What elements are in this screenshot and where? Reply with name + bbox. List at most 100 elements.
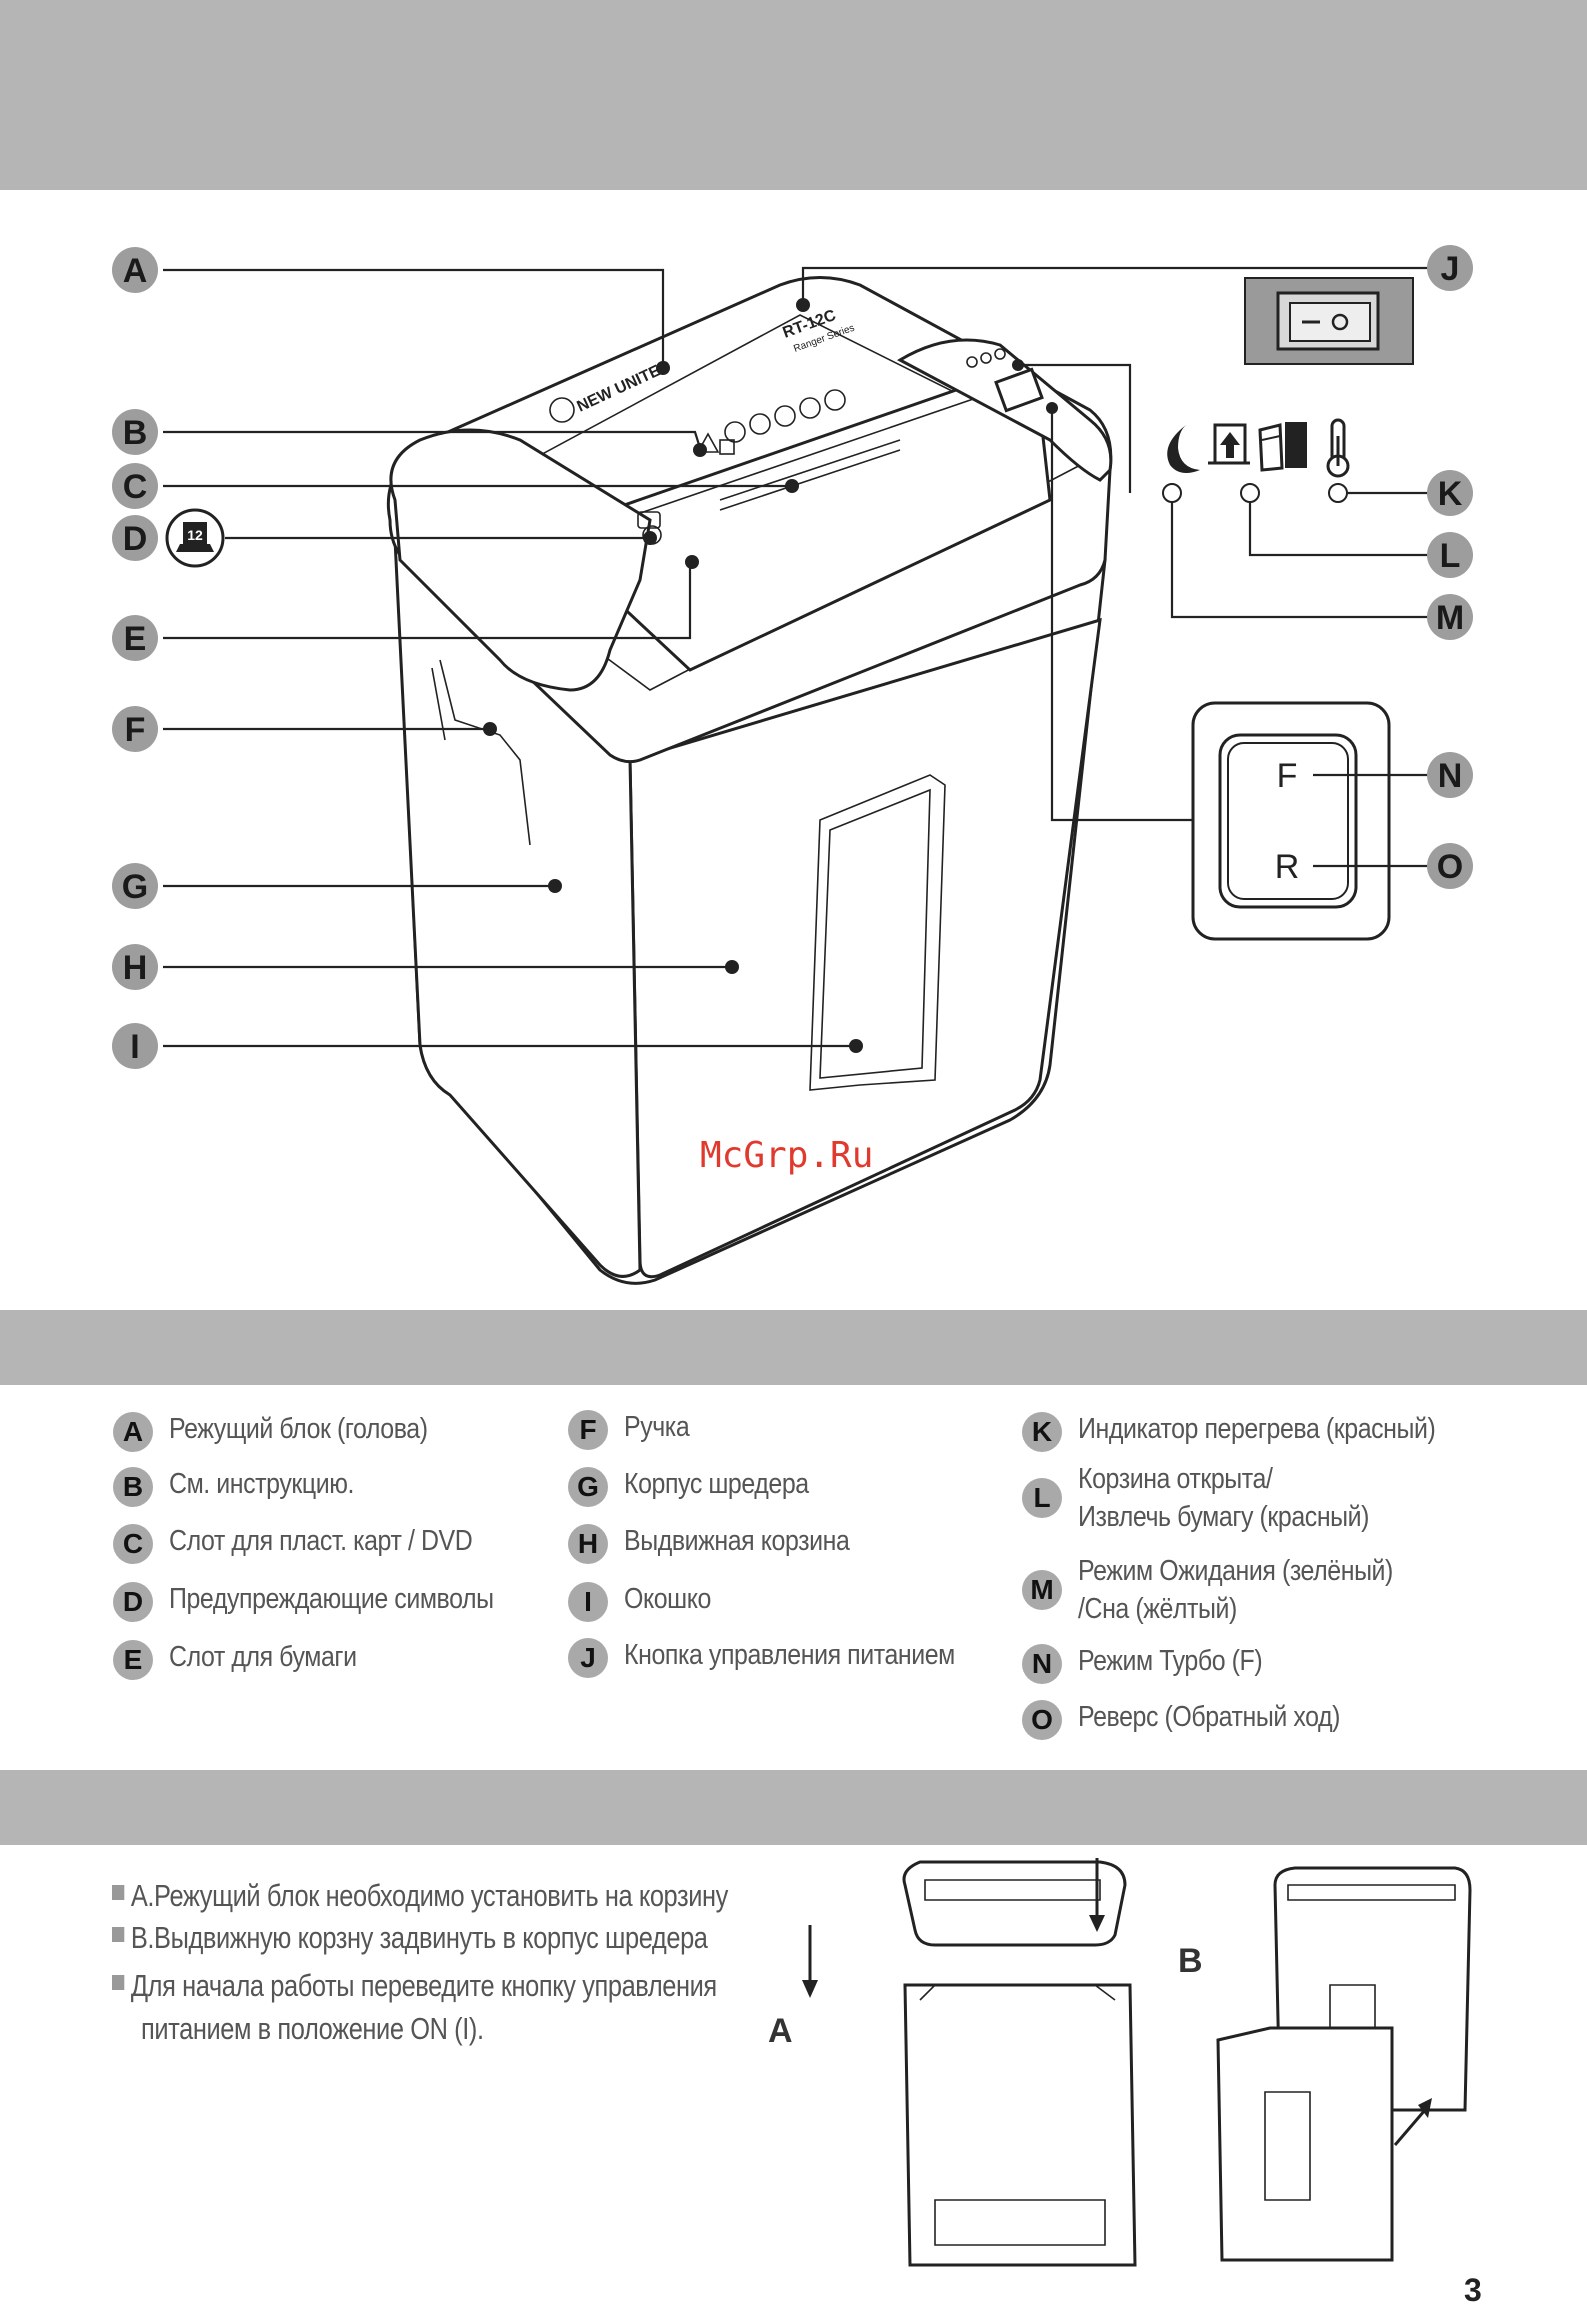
label-j: J: [1427, 245, 1473, 291]
legend-key: A: [113, 1412, 153, 1452]
svg-text:A: A: [123, 252, 148, 290]
svg-text:M: M: [1436, 599, 1464, 637]
warning-symbols: [696, 389, 846, 455]
svg-text:C: C: [123, 468, 148, 506]
legend-item-m: M Режим Ожидания (зелёный) /Сна (жёлтый): [1022, 1552, 1444, 1628]
instruction-4: питанием в положение ON (I).: [141, 2008, 484, 2050]
legend-key: B: [113, 1467, 153, 1507]
svg-text:L: L: [1440, 537, 1461, 575]
legend-text: Режущий блок (голова): [169, 1413, 428, 1445]
legend-item-f: F Ручка: [568, 1408, 700, 1450]
legend-item-d: D Предупреждающие символы: [113, 1580, 546, 1622]
legend-text: Ручка: [624, 1411, 690, 1443]
label-d: D: [112, 515, 158, 561]
instruction-3: Для начала работы переведите кнопку упра…: [112, 1965, 717, 2007]
svg-text:K: K: [1438, 475, 1463, 513]
label-l: L: [1427, 532, 1473, 578]
label-h: H: [112, 944, 158, 990]
legend-key: K: [1022, 1412, 1062, 1452]
legend-text: Слот для пласт. карт / DVD: [169, 1525, 473, 1557]
warning-card-number: 12: [187, 527, 203, 543]
label-m: M: [1427, 594, 1473, 640]
indicator-icons: [1162, 418, 1350, 503]
legend-text: Индикатор перегрева (красный): [1078, 1413, 1436, 1445]
legend-text: Корзина открыта/ Извлечь бумагу (красный…: [1078, 1463, 1370, 1533]
svg-text:J: J: [1441, 250, 1460, 288]
legend-key: L: [1022, 1478, 1062, 1518]
svg-text:O: O: [1437, 848, 1463, 886]
legend-text: Слот для бумаги: [169, 1641, 357, 1673]
watermark: McGrp.Ru: [700, 1135, 874, 1176]
svg-text:N: N: [1438, 757, 1463, 795]
page-number: 3: [1464, 2272, 1482, 2308]
leader-lines: [163, 266, 1428, 1053]
instruction-1: A.Режущий блок необходимо установить на …: [112, 1875, 728, 1917]
label-f: F: [112, 706, 158, 752]
bin-open-icon: [1208, 422, 1307, 472]
warning-card-icon: 12: [165, 508, 225, 568]
label-n: N: [1427, 752, 1473, 798]
legend-item-c: C Слот для пласт. карт / DVD: [113, 1522, 522, 1564]
legend-key: I: [568, 1582, 608, 1622]
legend-text: См. инструкцию.: [169, 1468, 354, 1500]
legend-item-g: G Корпус шредера: [568, 1465, 839, 1507]
legend-item-l: L Корзина открыта/ Извлечь бумагу (красн…: [1022, 1460, 1416, 1536]
label-c: C: [112, 463, 158, 509]
fr-button-panel: F R: [1191, 701, 1391, 941]
instructions-band: [0, 1770, 1587, 1845]
step-a-label: A: [768, 2012, 793, 2050]
label-k: K: [1427, 470, 1473, 516]
legend-key: F: [568, 1410, 608, 1450]
legend-text: Режим Ожидания (зелёный) /Сна (жёлтый): [1078, 1555, 1393, 1625]
legend-text: Предупреждающие символы: [169, 1583, 494, 1615]
legend-item-a: A Режущий блок (голова): [113, 1410, 470, 1452]
legend-key: H: [568, 1524, 608, 1564]
label-o: O: [1427, 843, 1473, 889]
svg-text:E: E: [124, 620, 147, 658]
legend-text: Режим Турбо (F): [1078, 1645, 1263, 1677]
legend-item-j: J Кнопка управления питанием: [568, 1636, 1009, 1678]
legend-item-b: B См. инструкцию.: [113, 1465, 384, 1507]
instruction-2: B.Выдвижную корзну задвинуть в корпус шр…: [112, 1917, 708, 1959]
legend-key: C: [113, 1524, 153, 1564]
reverse-button-label: R: [1275, 848, 1300, 886]
svg-text:B: B: [123, 414, 148, 452]
instruction-text: B.Выдвижную корзну задвинуть в корпус шр…: [130, 1920, 708, 1955]
label-g: G: [112, 863, 158, 909]
bullet-icon: [112, 1975, 125, 1990]
legend-key: O: [1022, 1700, 1062, 1740]
label-e: E: [112, 615, 158, 661]
svg-text:G: G: [122, 868, 148, 906]
legend-text: Выдвижная корзина: [624, 1525, 850, 1557]
legend-text: Корпус шредера: [624, 1468, 809, 1500]
legend-item-e: E Слот для бумаги: [113, 1638, 387, 1680]
legend-item-i: I Окошко: [568, 1580, 725, 1622]
led-bin-open: [1240, 483, 1260, 503]
shredder-illustration: NEW UNITED RT-12C Ranger Series: [386, 276, 1113, 1285]
legend-band: [0, 1310, 1587, 1385]
legend-item-o: O Реверс (Обратный ход): [1022, 1698, 1383, 1740]
power-switch-illustration: [1244, 277, 1414, 365]
svg-text:I: I: [130, 1028, 139, 1066]
svg-text:H: H: [123, 949, 148, 987]
legend-item-k: K Индикатор перегрева (красный): [1022, 1410, 1494, 1452]
legend-key: D: [113, 1582, 153, 1622]
legend-key: M: [1022, 1570, 1062, 1610]
svg-text:D: D: [123, 520, 148, 558]
led-overheat: [1328, 483, 1348, 503]
thermometer-icon: [1326, 418, 1350, 478]
legend-item-n: N Режим Турбо (F): [1022, 1642, 1292, 1684]
turbo-button-label: F: [1277, 757, 1298, 795]
bullet-icon: [112, 1885, 125, 1900]
instruction-text: Для начала работы переведите кнопку упра…: [130, 1968, 717, 2003]
assembly-illustration: [802, 1858, 1472, 2267]
moon-icon: [1167, 425, 1200, 474]
legend-text: Окошко: [624, 1583, 711, 1615]
instruction-text: A.Режущий блок необходимо установить на …: [130, 1878, 729, 1913]
legend-text: Реверс (Обратный ход): [1078, 1701, 1341, 1733]
label-b: B: [112, 409, 158, 455]
legend-key: G: [568, 1467, 608, 1507]
label-i: I: [112, 1023, 158, 1069]
bullet-icon: [112, 1927, 125, 1942]
